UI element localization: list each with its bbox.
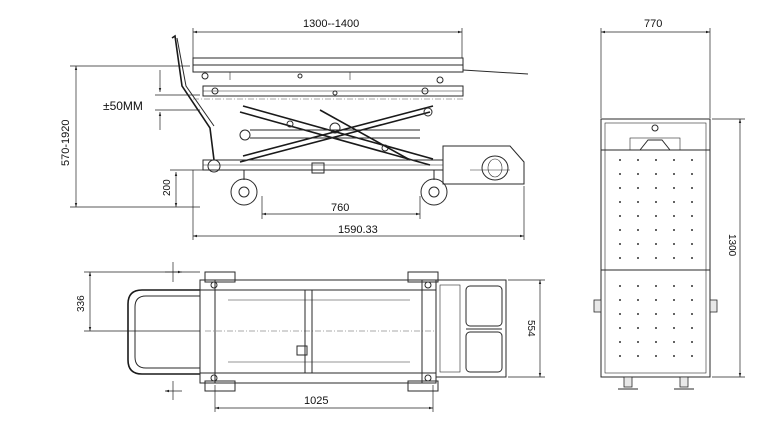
mounting-hole xyxy=(619,341,621,343)
hydraulic-cylinder xyxy=(319,109,411,161)
mounting-hole xyxy=(673,299,675,301)
dim-overall-length: 1590.33 xyxy=(338,224,378,236)
dim-height-range: 570-1920 xyxy=(60,120,72,167)
mounting-hole xyxy=(673,257,675,259)
end-view-outline xyxy=(600,118,711,378)
scissor-arm-b xyxy=(239,111,431,163)
mounting-hole xyxy=(619,355,621,357)
mounting-hole xyxy=(637,243,639,245)
mounting-hole xyxy=(637,159,639,161)
dim-height-336: 336 xyxy=(76,295,87,312)
mounting-hole xyxy=(637,215,639,217)
dim-length-1300: 1300 xyxy=(726,234,737,257)
mounting-hole xyxy=(637,257,639,259)
mounting-hole xyxy=(655,355,657,357)
mounting-hole xyxy=(619,215,621,217)
mounting-hole xyxy=(691,159,693,161)
mounting-hole xyxy=(655,229,657,231)
mounting-hole xyxy=(619,159,621,161)
mounting-hole xyxy=(655,341,657,343)
mounting-hole xyxy=(637,313,639,315)
mounting-hole xyxy=(619,187,621,189)
mounting-hole xyxy=(655,215,657,217)
mounting-hole xyxy=(619,327,621,329)
side-view xyxy=(171,34,529,206)
mounting-hole xyxy=(637,285,639,287)
handle-tube xyxy=(171,34,215,161)
mounting-hole xyxy=(691,187,693,189)
mounting-hole xyxy=(655,173,657,175)
mounting-hole xyxy=(673,159,675,161)
mounting-hole xyxy=(673,243,675,245)
mounting-hole xyxy=(619,243,621,245)
mounting-hole xyxy=(655,243,657,245)
mounting-hole xyxy=(619,257,621,259)
end-view-dimensions: 770 1300 xyxy=(600,18,745,378)
dim-min-height: 200 xyxy=(162,179,173,196)
mounting-hole xyxy=(637,299,639,301)
motor-housing xyxy=(442,145,525,185)
mounting-hole xyxy=(655,201,657,203)
mounting-hole xyxy=(691,327,693,329)
left-wheel xyxy=(230,170,258,206)
top-view-dimensions: 336 554 1025 xyxy=(76,271,545,412)
mounting-hole xyxy=(691,215,693,217)
mounting-hole xyxy=(619,229,621,231)
dim-width-554: 554 xyxy=(525,320,536,337)
dim-frame-length: 1025 xyxy=(304,395,328,407)
mounting-hole xyxy=(637,229,639,231)
top-view xyxy=(127,262,507,400)
top-motor-box xyxy=(435,279,507,378)
mounting-hole xyxy=(691,341,693,343)
mounting-hole xyxy=(691,201,693,203)
mounting-hole xyxy=(655,159,657,161)
mounting-hole xyxy=(673,327,675,329)
dim-wheelbase: 760 xyxy=(331,202,349,214)
mounting-hole xyxy=(655,257,657,259)
mounting-hole xyxy=(673,201,675,203)
side-view-dimensions: 1300--1400 570-1920 ±50MM 200 760 1590.3… xyxy=(60,18,525,240)
mounting-hole xyxy=(691,173,693,175)
mounting-hole xyxy=(655,313,657,315)
mounting-hole xyxy=(691,229,693,231)
right-wheel xyxy=(420,170,448,206)
mounting-hole xyxy=(619,285,621,287)
mounting-hole xyxy=(619,313,621,315)
mounting-hole xyxy=(637,341,639,343)
mounting-hole xyxy=(619,299,621,301)
end-view xyxy=(593,118,718,390)
top-frame xyxy=(199,279,437,384)
mounting-hole xyxy=(673,355,675,357)
mounting-hole xyxy=(673,187,675,189)
mounting-hole xyxy=(655,187,657,189)
mounting-hole xyxy=(637,173,639,175)
mounting-hole xyxy=(673,313,675,315)
mounting-hole xyxy=(619,201,621,203)
mounting-hole xyxy=(691,243,693,245)
dim-tolerance: ±50MM xyxy=(103,99,143,113)
mounting-hole xyxy=(691,299,693,301)
mounting-hole xyxy=(637,327,639,329)
mounting-hole xyxy=(655,327,657,329)
mounting-hole xyxy=(673,229,675,231)
mounting-hole xyxy=(673,215,675,217)
dim-width-770: 770 xyxy=(644,18,662,30)
mounting-hole xyxy=(691,313,693,315)
mounting-hole xyxy=(691,285,693,287)
mounting-hole xyxy=(655,299,657,301)
mounting-hole xyxy=(673,341,675,343)
mounting-hole xyxy=(637,201,639,203)
top-handle xyxy=(127,289,200,375)
mounting-hole xyxy=(673,285,675,287)
dim-platform-length: 1300--1400 xyxy=(303,18,359,30)
mounting-hole xyxy=(655,285,657,287)
mounting-hole xyxy=(637,355,639,357)
mounting-hole xyxy=(673,173,675,175)
mounting-hole xyxy=(637,187,639,189)
mounting-hole xyxy=(619,173,621,175)
mounting-hole xyxy=(691,355,693,357)
mounting-hole xyxy=(691,257,693,259)
